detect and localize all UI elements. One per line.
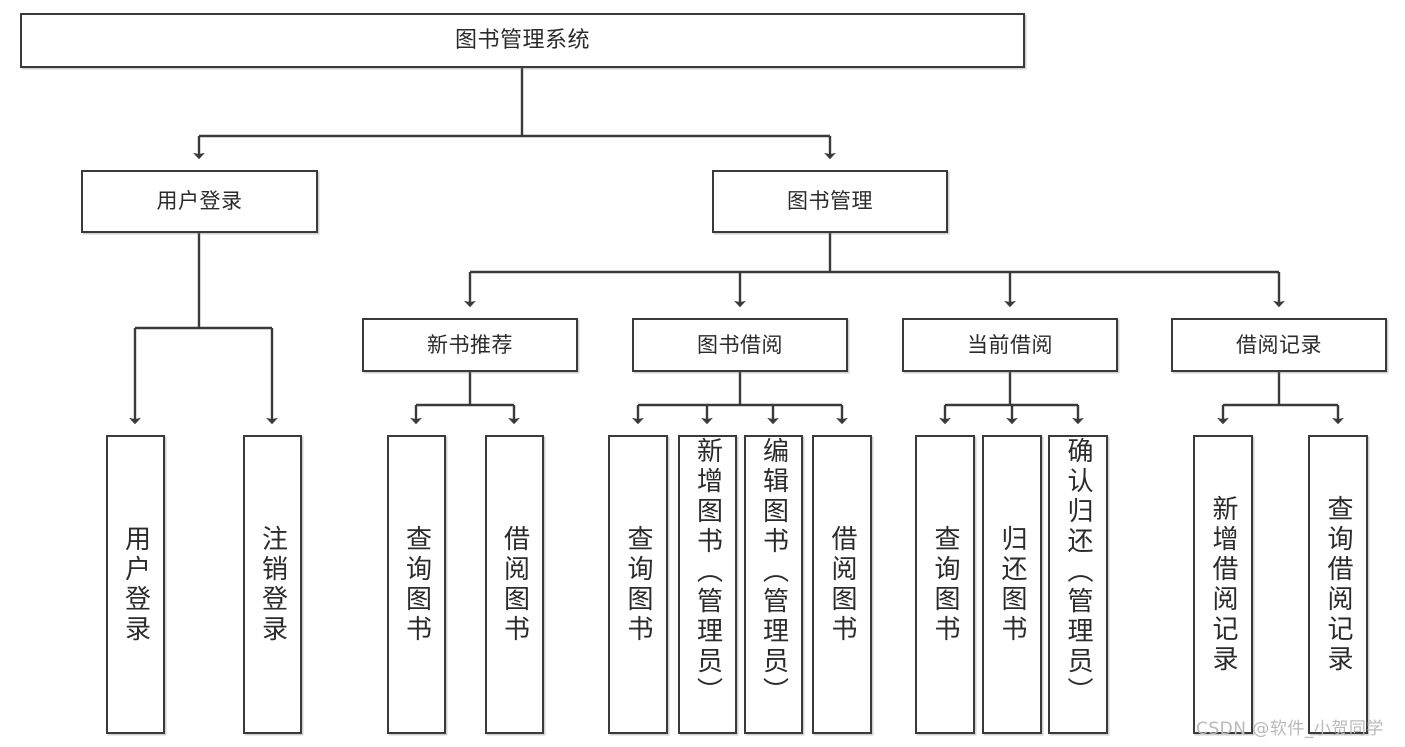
node-leaf-query-book-1[interactable]: 查询图书 [387,435,446,734]
node-label: 查询图书 [401,524,432,645]
node-label: 新书推荐 [427,332,513,357]
node-label: 借阅图书 [499,524,530,645]
node-label: 确认归还（管理员） [1063,437,1093,707]
node-label: 借阅图书 [827,524,857,645]
node-leaf-user-login[interactable]: 用户登录 [106,435,165,734]
node-leaf-add-record[interactable]: 新增借阅记录 [1193,435,1253,734]
node-label: 图书管理系统 [454,27,590,53]
node-label: 归还图书 [997,524,1027,645]
node-book-borrow[interactable]: 图书借阅 [632,318,848,372]
node-borrow-record[interactable]: 借阅记录 [1171,318,1387,372]
node-label: 查询图书 [930,524,960,645]
node-leaf-query-record[interactable]: 查询借阅记录 [1308,435,1368,734]
node-leaf-query-book-3[interactable]: 查询图书 [915,435,975,734]
node-new-book-recommend[interactable]: 新书推荐 [362,318,578,372]
node-leaf-query-book-2[interactable]: 查询图书 [608,435,668,734]
node-leaf-borrow-book-1[interactable]: 借阅图书 [485,435,544,734]
node-label: 查询图书 [623,524,653,645]
node-user-login[interactable]: 用户登录 [81,170,318,233]
node-label: 当前借阅 [967,332,1053,357]
node-label: 新增图书（管理员） [692,437,723,707]
node-leaf-add-book[interactable]: 新增图书（管理员） [678,435,737,734]
node-root-system[interactable]: 图书管理系统 [20,13,1025,68]
node-leaf-borrow-book-2[interactable]: 借阅图书 [812,435,872,734]
node-label: 图书管理 [787,189,873,214]
node-leaf-logout-login[interactable]: 注销登录 [243,435,302,734]
node-label: 图书借阅 [697,332,783,357]
node-label: 编辑图书（管理员） [758,437,789,707]
node-book-manage[interactable]: 图书管理 [712,170,948,233]
node-label: 注销登录 [257,524,288,645]
node-label: 借阅记录 [1236,332,1322,357]
node-leaf-confirm-return[interactable]: 确认归还（管理员） [1048,435,1108,734]
node-leaf-return-book[interactable]: 归还图书 [982,435,1042,734]
node-label: 新增借阅记录 [1208,494,1238,675]
node-current-borrow[interactable]: 当前借阅 [902,318,1118,372]
node-label: 用户登录 [120,524,151,645]
csdn-watermark: CSDN @软件_小贺同学 [1196,719,1384,739]
node-label: 用户登录 [156,189,243,214]
node-label: 查询借阅记录 [1323,494,1353,675]
node-leaf-edit-book[interactable]: 编辑图书（管理员） [744,435,803,734]
